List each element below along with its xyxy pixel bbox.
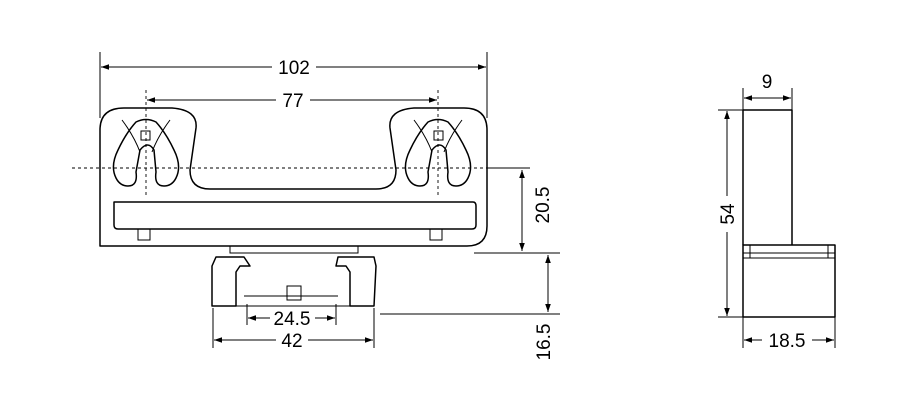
front-view: 102 77 20.5 16.5 24.5 42: [72, 52, 560, 360]
dim-rail-height: 16.5: [534, 324, 555, 361]
dim-inner-clip-width: 24.5: [274, 309, 311, 330]
dim-base-width: 42: [281, 331, 302, 352]
lower-slot: [113, 201, 477, 230]
left-hole-marker: [140, 130, 151, 141]
right-fork-cutout: [404, 118, 472, 187]
left-fork-inner: [121, 119, 171, 153]
left-fork-cutout: [112, 118, 180, 187]
right-fork-inner: [413, 119, 463, 153]
dim-overall-width: 102: [278, 58, 310, 79]
rail-clip-body: [211, 256, 251, 307]
right-hole-marker: [433, 130, 444, 141]
side-upper-body: [742, 109, 793, 245]
body-outline: [99, 107, 488, 247]
rail-clip-top: [229, 245, 359, 254]
dim-upper-height: 20.5: [533, 187, 554, 224]
dim-side-width: 9: [762, 72, 773, 93]
dim-side-height: 54: [718, 203, 739, 225]
right-latch: [429, 228, 443, 241]
side-base: [742, 244, 836, 318]
rail-clip-body-right: [335, 256, 377, 307]
rail-clip-tab: [286, 285, 302, 301]
left-latch: [137, 228, 151, 241]
side-view: 9 54 18.5: [718, 72, 836, 352]
dim-hole-spacing: 77: [282, 91, 303, 112]
dim-side-base-width: 18.5: [769, 331, 806, 352]
